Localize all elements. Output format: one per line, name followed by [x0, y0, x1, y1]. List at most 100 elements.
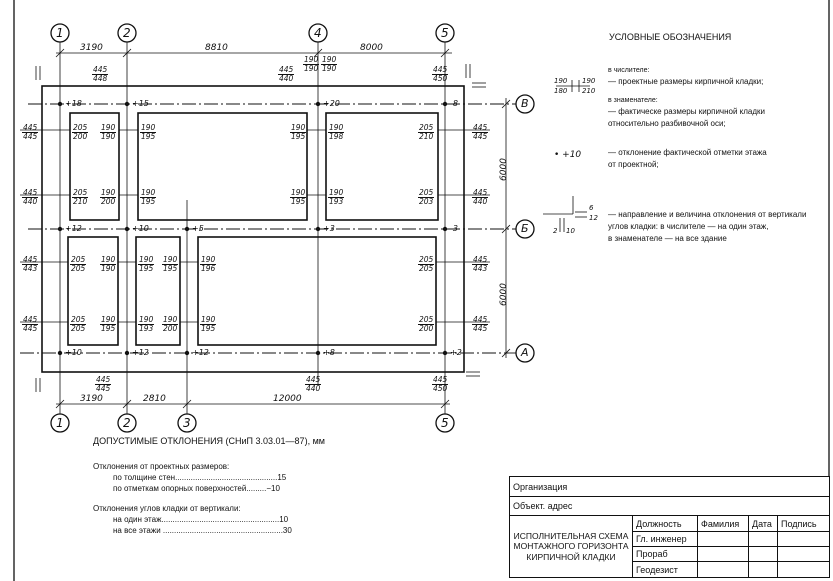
title-block-row-divider [697, 546, 830, 547]
axis-label-bottom-3: 3 [183, 416, 191, 430]
elevation-label: +12 [132, 348, 149, 357]
organization-field: Организация [509, 476, 830, 497]
fraction-actual: 445 [473, 323, 488, 333]
legend-sample-value: 210 [582, 87, 596, 95]
tolerances-group-title: Отклонения углов кладки от вертикали: [93, 504, 241, 513]
fraction-design: 445 [95, 375, 112, 385]
axis-label-bottom-2: 2 [123, 416, 131, 430]
fraction-actual: 448 [93, 73, 108, 83]
fraction-actual: 443 [473, 263, 488, 273]
vertical-axes [59, 42, 446, 414]
signature-cells[interactable] [777, 531, 830, 578]
elevation-points [57, 101, 448, 356]
elevation-label: +12 [65, 224, 82, 233]
room [67, 236, 119, 346]
fraction-actual: 440 [23, 196, 38, 206]
fraction-design: 190 [200, 255, 217, 265]
tolerances-title: ДОПУСТИМЫЕ ОТКЛОНЕНИЯ (СНиП 3.03.01—87),… [93, 436, 325, 446]
fraction-actual: 440 [279, 73, 294, 83]
fraction-design: 445 [92, 65, 109, 75]
elevation-label: +2 [450, 348, 462, 357]
fraction-actual: 445 [23, 131, 38, 141]
fraction-design: 190 [328, 188, 345, 198]
header-signature: Подпись [777, 515, 830, 532]
fraction-actual: 195 [139, 263, 154, 273]
room [197, 236, 437, 346]
date-cells[interactable] [748, 531, 778, 578]
legend-elevation-text: — отклонение фактической отметки этажа [608, 148, 767, 157]
fraction-actual: 195 [291, 196, 306, 206]
legend-numerator-text: — проектные размеры кирпичной кладки; [608, 77, 764, 86]
object-address-field: Объект. адрес [509, 496, 830, 516]
fraction-actual: 195 [141, 196, 156, 206]
legend-symbols [543, 80, 590, 232]
fraction-actual: 203 [419, 196, 434, 206]
fraction-design: 445 [22, 123, 39, 133]
fraction-actual: 190 [322, 63, 337, 73]
surname-cells[interactable] [697, 531, 749, 578]
legend-vertical-sample-value: 6 [589, 204, 594, 212]
fraction-design: 445 [305, 375, 322, 385]
fraction-actual: 190 [101, 131, 116, 141]
elevation-label: +10 [65, 348, 82, 357]
fraction-design: 445 [22, 188, 39, 198]
elevation-label: +18 [65, 99, 82, 108]
fraction-actual: 205 [71, 263, 86, 273]
fraction-design: 445 [472, 188, 489, 198]
fraction-design: 445 [22, 315, 39, 325]
elevation-label: +15 [132, 99, 149, 108]
fraction-actual: 200 [73, 131, 88, 141]
fraction-actual: 200 [101, 196, 116, 206]
axis-label-V: В [521, 97, 529, 110]
axis-markers [50, 23, 535, 433]
fraction-design: 445 [472, 123, 489, 133]
fraction-design: 190 [100, 188, 117, 198]
fraction-design: 190 [140, 123, 157, 133]
legend-denominator-text: относительно разбивочной оси; [608, 119, 726, 128]
legend-vertical-sample-value: 10 [566, 227, 575, 235]
fraction-design: 205 [418, 188, 435, 198]
dim-right-V-B: 6000 [498, 158, 509, 181]
fraction-actual: 190 [101, 263, 116, 273]
fraction-design: 205 [418, 255, 435, 265]
legend-vertical-sample-value: 12 [589, 214, 598, 222]
fraction-actual: 445 [96, 383, 111, 393]
legend-vertical-text: углов кладки: в числителе — на один этаж… [608, 222, 769, 231]
fraction-actual: 195 [201, 323, 216, 333]
fraction-design: 190 [100, 123, 117, 133]
legend-vertical-text: в знаменателе — на все здание [608, 234, 727, 243]
dim-bottom-3-5: 12000 [273, 394, 302, 404]
fraction-actual: 205 [419, 263, 434, 273]
fraction-actual: 198 [329, 131, 344, 141]
fraction-design: 190 [140, 188, 157, 198]
elevation-label: +8 [323, 348, 335, 357]
tolerance-item: на один этаж............................… [113, 515, 289, 524]
